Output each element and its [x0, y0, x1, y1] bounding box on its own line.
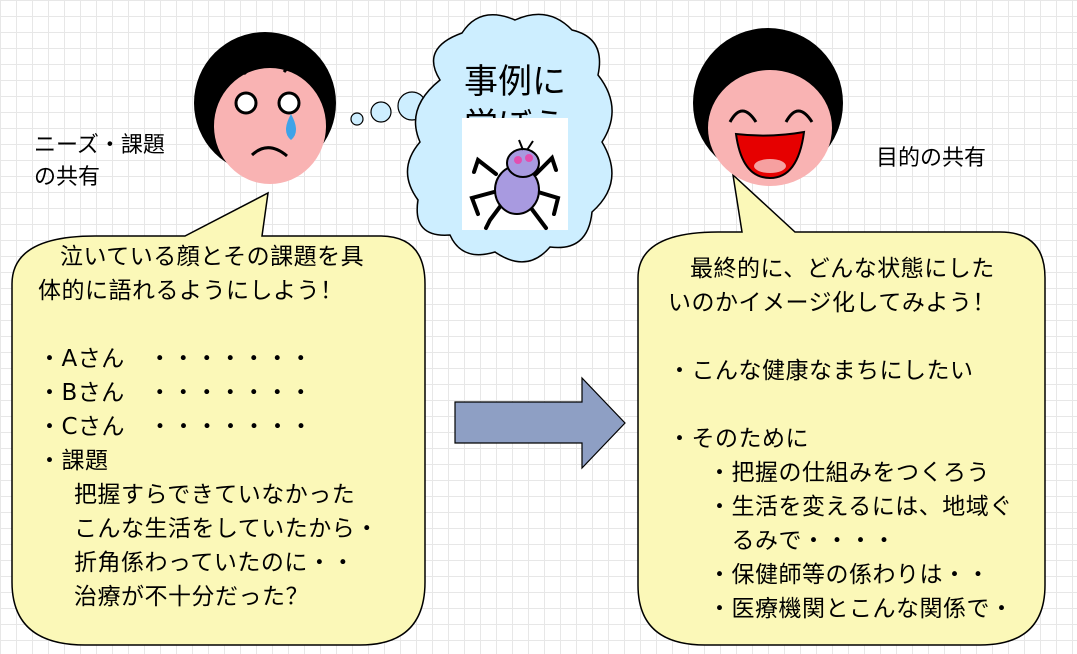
left-intro-line-1: 泣いている顔とその課題を具 — [60, 244, 365, 270]
right-sub-item: ・把握の仕組みをつくろう — [708, 460, 990, 486]
right-intro-line-1: 最終的に、どんな状態にした — [690, 256, 995, 282]
right-item: ・そのために — [668, 426, 809, 452]
right-arrow-icon — [454, 376, 626, 470]
right-speech-bubble — [637, 172, 1046, 646]
right-sub-item: ・生活を変えるには、地域ぐ — [708, 494, 1013, 520]
left-label: ニーズ・課題 の共有 — [34, 130, 165, 194]
left-intro-line-2: 体的に語れるようにしよう！ — [38, 278, 344, 304]
right-item: ・こんな健康なまちにしたい — [668, 358, 974, 384]
left-item: ・Cさん ・・・・・・・ — [38, 414, 314, 440]
left-sub-item: 把握すらできていなかった — [74, 482, 356, 508]
bug-overlay — [462, 118, 568, 230]
right-sub-item: ・医療機関とこんな関係で・ — [708, 596, 1014, 622]
left-label-line-1: ニーズ・課題 — [34, 133, 165, 158]
right-intro-line-2: いのかイメージ化してみよう！ — [668, 290, 996, 316]
left-speech-bubble — [11, 191, 426, 646]
laughing-face-icon — [693, 28, 843, 186]
right-label: 目的の共有 — [876, 146, 987, 171]
left-label-line-2: の共有 — [34, 165, 101, 190]
right-sub-item: るみで・・・・ — [708, 528, 896, 554]
left-sub-item: 治療が不十分だった？ — [74, 584, 309, 610]
right-sub-item: ・保健師等の係わりは・・ — [708, 562, 990, 588]
cloud-text-line-1: 事例に — [464, 62, 566, 102]
right-bubble-text: 最終的に、どんな状態にした いのかイメージ化してみよう！ ・こんな健康なまちにし… — [668, 252, 1014, 626]
left-sub-item: こんな生活をしていたから・ — [74, 516, 379, 542]
cloud-text-line-2: 学ぼう — [440, 104, 590, 118]
crying-face-icon — [194, 32, 336, 184]
left-item: ・Aさん ・・・・・・・ — [38, 346, 313, 372]
left-bubble-text: 泣いている顔とその課題を具 体的に語れるようにしよう！ ・Aさん ・・・・・・・… — [38, 240, 379, 614]
left-sub-item: 折角係わっていたのに・・ — [74, 550, 355, 576]
cloud-text: 事例に 学ぼう — [440, 60, 590, 118]
left-item: ・課題 — [38, 448, 109, 474]
left-item: ・Bさん ・・・・・・・ — [38, 380, 313, 406]
